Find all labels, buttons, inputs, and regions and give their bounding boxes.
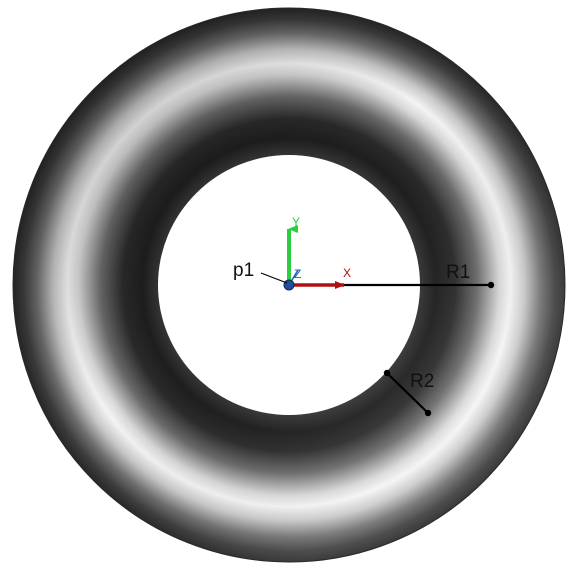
z-axis-label: Z bbox=[294, 267, 301, 281]
major-radius-endpoint bbox=[487, 281, 495, 289]
point-label: p1 bbox=[233, 260, 254, 281]
minor-radius-line bbox=[386, 372, 429, 414]
origin-point-icon bbox=[283, 279, 295, 291]
x-axis-label: X bbox=[343, 266, 351, 280]
minor-radius-endpoint-inner bbox=[383, 369, 391, 377]
point-leader-line bbox=[260, 272, 288, 284]
minor-radius-label: R2 bbox=[410, 371, 434, 392]
torus-outer-edge bbox=[12, 7, 566, 563]
major-radius-label: R1 bbox=[446, 262, 470, 283]
y-axis-label: Y bbox=[292, 215, 300, 229]
minor-radius-endpoint-outer bbox=[424, 409, 432, 417]
